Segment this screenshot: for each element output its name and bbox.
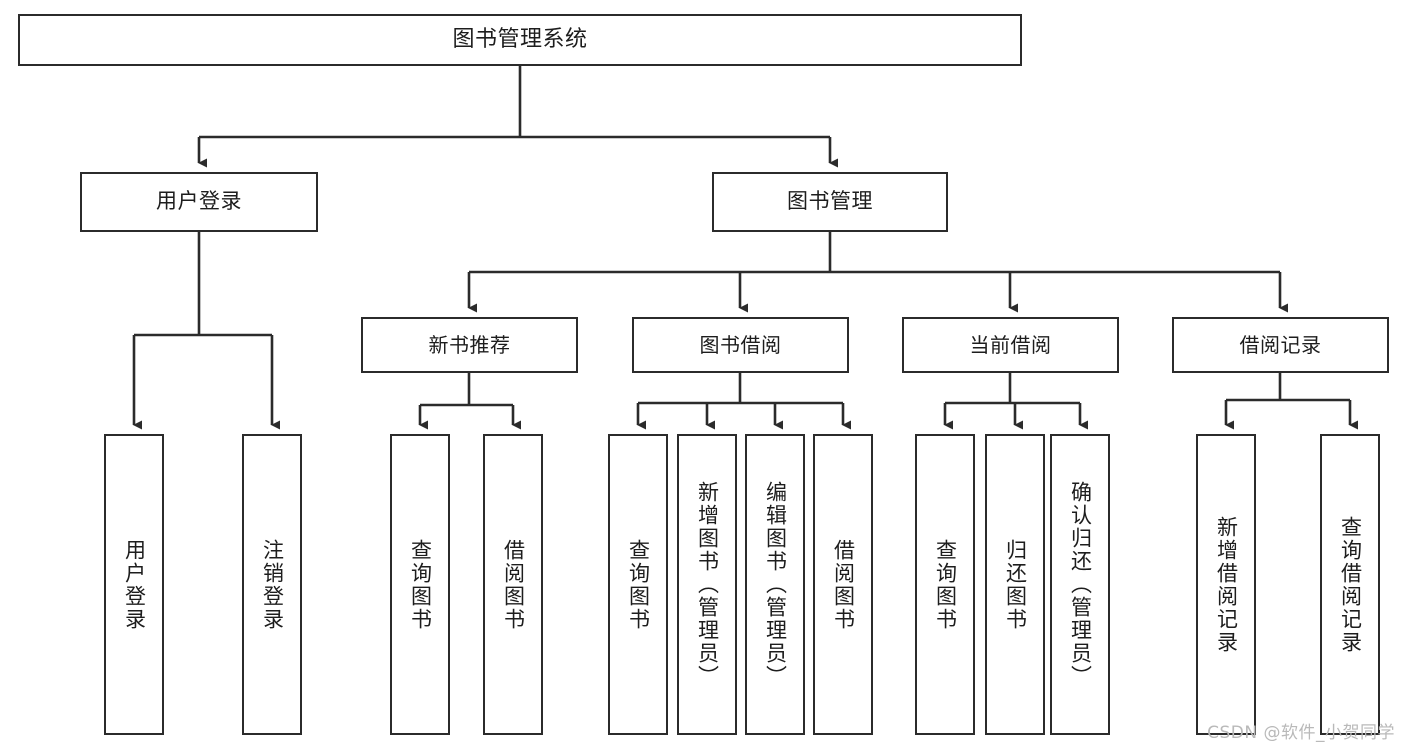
- csdn-watermark: CSDN @软件_小贺同学: [1207, 723, 1395, 743]
- node-leaf-12[interactable]: 查询借阅记录: [1320, 434, 1380, 735]
- node-leaf-8[interactable]: 查询图书: [915, 434, 975, 735]
- node-label: 用户登录: [122, 538, 147, 631]
- node-leaf-1[interactable]: 注销登录: [242, 434, 302, 735]
- node-level2-0[interactable]: 新书推荐: [361, 317, 578, 373]
- node-label: 归还图书: [1003, 538, 1028, 631]
- node-leaf-6[interactable]: 编辑图书（管理员）: [745, 434, 805, 735]
- node-label: 注销登录: [260, 538, 285, 631]
- node-level2-1[interactable]: 图书借阅: [632, 317, 849, 373]
- node-label: 新书推荐: [428, 332, 511, 357]
- node-label: 图书借阅: [699, 332, 782, 357]
- node-label: 当前借阅: [969, 332, 1052, 357]
- node-root[interactable]: 图书管理系统: [18, 14, 1022, 66]
- node-label: 确认归还（管理员）: [1068, 481, 1093, 688]
- node-label: 查询借阅记录: [1338, 515, 1363, 654]
- node-leaf-5[interactable]: 新增图书（管理员）: [677, 434, 737, 735]
- node-level1-0[interactable]: 用户登录: [80, 172, 318, 232]
- node-leaf-2[interactable]: 查询图书: [390, 434, 450, 735]
- node-leaf-4[interactable]: 查询图书: [608, 434, 668, 735]
- node-leaf-9[interactable]: 归还图书: [985, 434, 1045, 735]
- node-label: 借阅记录: [1239, 332, 1322, 357]
- node-label: 查询图书: [626, 538, 651, 631]
- node-label: 新增图书（管理员）: [695, 481, 720, 688]
- node-label: 图书管理: [787, 189, 873, 214]
- node-leaf-11[interactable]: 新增借阅记录: [1196, 434, 1256, 735]
- node-label: 图书管理系统: [452, 26, 588, 52]
- node-label: 用户登录: [156, 189, 242, 214]
- node-leaf-10[interactable]: 确认归还（管理员）: [1050, 434, 1110, 735]
- node-level2-2[interactable]: 当前借阅: [902, 317, 1119, 373]
- node-label: 查询图书: [408, 538, 433, 631]
- node-label: 查询图书: [933, 538, 958, 631]
- node-leaf-7[interactable]: 借阅图书: [813, 434, 873, 735]
- node-level1-1[interactable]: 图书管理: [712, 172, 948, 232]
- node-leaf-0[interactable]: 用户登录: [104, 434, 164, 735]
- node-level2-3[interactable]: 借阅记录: [1172, 317, 1389, 373]
- node-label: 编辑图书（管理员）: [763, 481, 788, 688]
- node-label: 借阅图书: [501, 538, 526, 631]
- node-label: 借阅图书: [831, 538, 856, 631]
- node-label: 新增借阅记录: [1214, 515, 1239, 654]
- node-leaf-3[interactable]: 借阅图书: [483, 434, 543, 735]
